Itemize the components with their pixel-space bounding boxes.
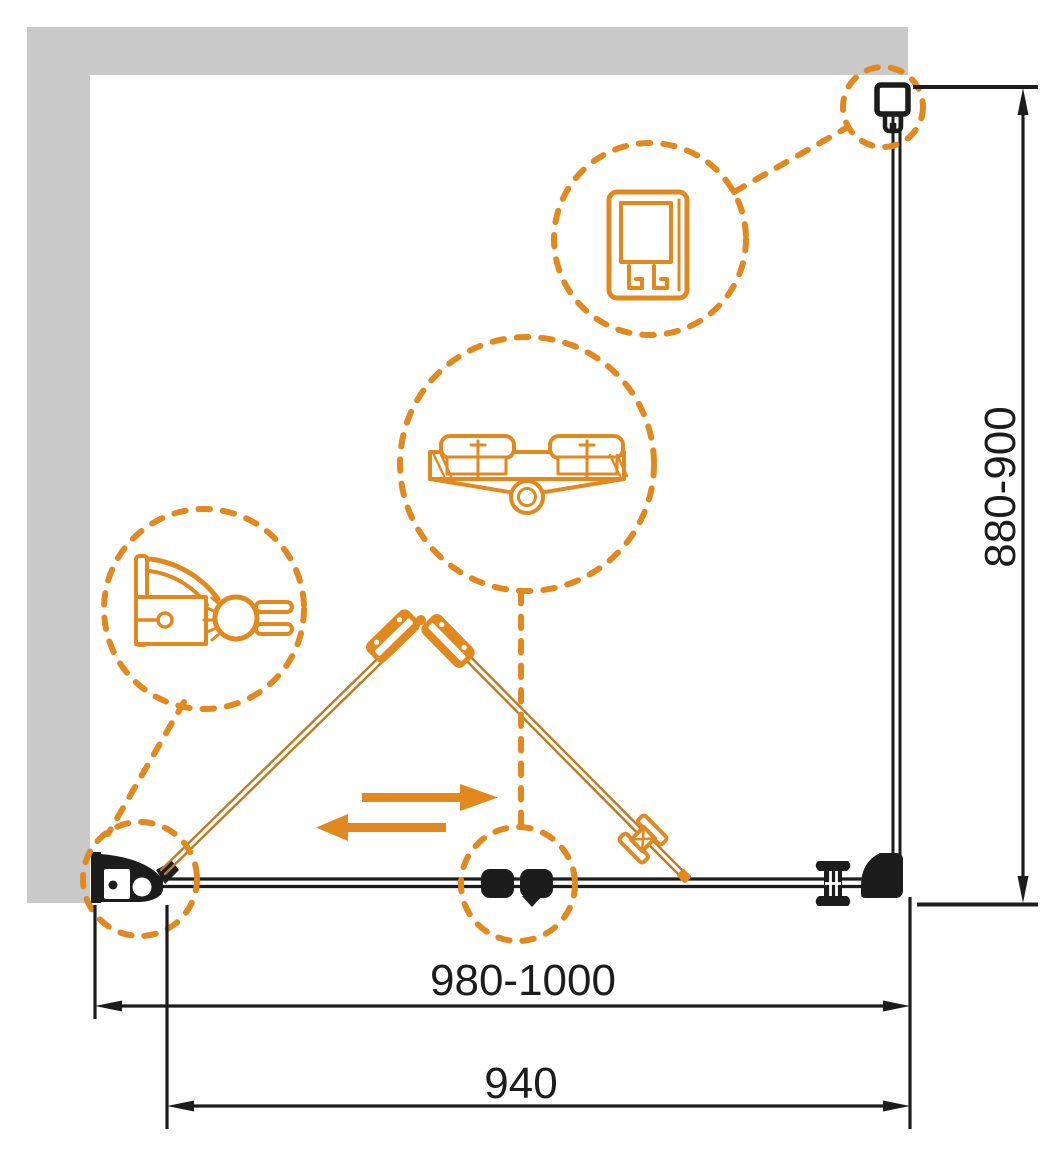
- callout-circle-top-bracket: [840, 64, 926, 150]
- height-dimension: [913, 85, 1038, 907]
- center-hinge-icon: [481, 867, 553, 907]
- corner-connector-icon: [861, 853, 903, 898]
- door-end-cap: [677, 869, 691, 883]
- wall-pivot-bracket-icon: [91, 852, 179, 903]
- fold-hinge-left-block: [366, 609, 420, 663]
- threshold-rail: [162, 877, 868, 889]
- callout-circle-center-hinge: [397, 334, 657, 594]
- door-handle-icon: [617, 813, 669, 865]
- wall-profile-section-icon: [606, 189, 690, 301]
- overall-width-dimension: [93, 897, 912, 1129]
- glass-stopper-icon: [815, 861, 851, 906]
- callout-circle-wall-profile: [551, 140, 749, 338]
- fold-arrow-right-icon: [362, 784, 498, 811]
- fold-arrow-left-icon: [316, 814, 446, 841]
- fold-hinge-right-block: [421, 614, 475, 668]
- overall-width-dimension-label: 980-1000: [430, 956, 616, 1005]
- height-dimension-label: 880-900: [976, 406, 1025, 568]
- fixed-glass-panel: [891, 116, 902, 862]
- folding-door: [159, 609, 691, 883]
- center-hinge-section-icon: [428, 434, 629, 515]
- wall-pivot-section-icon: [134, 554, 294, 647]
- callout-circle-wall-pivot: [101, 506, 307, 712]
- callout-circle-bottom-left: [80, 819, 200, 939]
- callout-leader-top: [731, 124, 851, 195]
- opening-width-dimension-label: 940: [484, 1059, 558, 1108]
- opening-width-dimension: [165, 905, 910, 1129]
- door-left-panel: [159, 624, 417, 876]
- callout-leader-left: [105, 699, 187, 837]
- callout-circle-bottom-center: [458, 824, 578, 944]
